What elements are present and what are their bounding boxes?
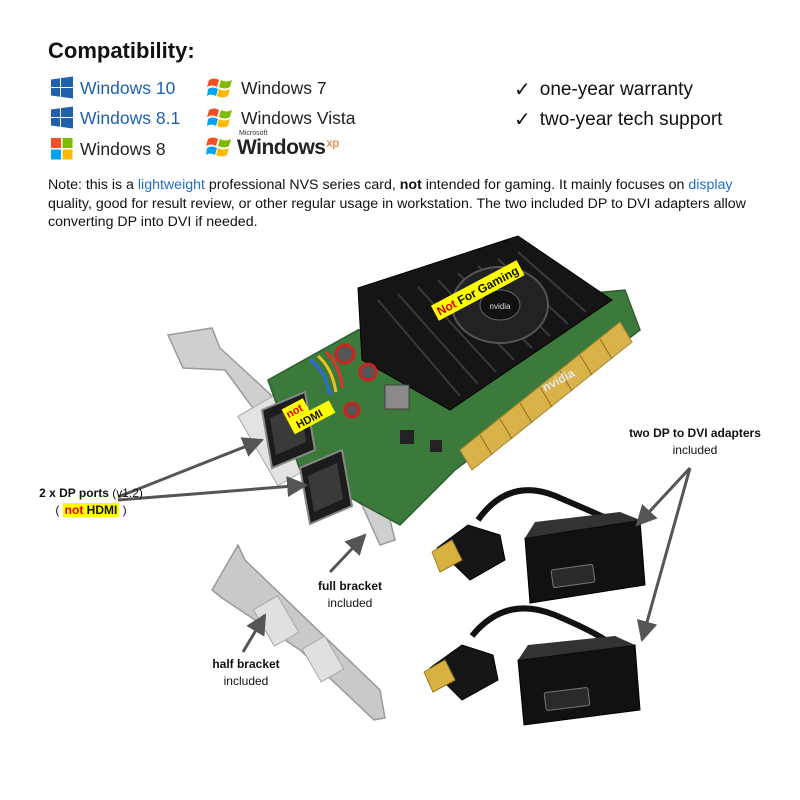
dp-to-dvi-adapter-2	[423, 605, 641, 726]
arrow-to-full-bracket	[328, 533, 367, 574]
note-highlight-lightweight: lightweight	[137, 177, 205, 193]
os-windows-vista-label: Windows Vista	[241, 107, 356, 128]
note-text: quality, good for result review, or othe…	[48, 195, 746, 231]
capacitor	[358, 362, 378, 382]
windows-xp-label: Windows	[237, 136, 326, 159]
checkmark-icon: ✓	[514, 109, 531, 131]
dp-hdmi: HDMI	[86, 503, 118, 517]
chip	[430, 440, 442, 452]
adapters-title: two DP to DVI adapters	[629, 426, 761, 440]
os-windows-8-1: Windows 8.1	[50, 105, 180, 131]
half-bracket-sub: included	[223, 674, 269, 688]
feature-tech-support-label: two-year tech support	[539, 108, 723, 130]
dp-version: (v1.2)	[112, 486, 143, 500]
paren-open: (	[55, 503, 60, 517]
full-bracket-title: full bracket	[317, 579, 383, 593]
note-highlight-display: display	[688, 177, 733, 193]
note-text: intended for gaming. It mainly focuses o…	[421, 177, 689, 193]
os-windows-8: Windows 8	[50, 136, 166, 162]
graphics-card: nvidia nvidia Not For Gaming not	[260, 235, 641, 526]
windows-vista-logo-icon	[207, 108, 232, 128]
windows-8-1-logo-icon	[51, 106, 73, 129]
windows-xp-microsoft-label: Microsoft	[239, 130, 268, 137]
arrow-to-adapter-1	[635, 466, 692, 527]
page-title: Compatibility:	[48, 38, 195, 63]
dp-not-red: not	[64, 503, 84, 517]
paren-close: )	[122, 503, 127, 517]
os-windows-10-label: Windows 10	[80, 77, 176, 98]
windows-xp-wordmark: Microsoft Windowsxp	[237, 130, 340, 160]
windows-8-logo-icon	[51, 138, 73, 160]
note-text: Note: this is a	[48, 177, 138, 193]
half-bracket-title: half bracket	[212, 657, 280, 671]
arrow-to-half-bracket	[241, 613, 267, 653]
chip	[384, 384, 410, 410]
os-windows-7-label: Windows 7	[241, 77, 327, 98]
dp-port-lower	[298, 448, 354, 526]
fan-brand-text: nvidia	[490, 302, 511, 311]
dp-ports-title: 2 x DP ports	[39, 486, 109, 500]
heatsink: nvidia	[357, 235, 613, 411]
product-note: Note: this is a lightweight professional…	[48, 176, 748, 232]
feature-warranty: ✓ one-year warranty	[514, 77, 693, 102]
dp-to-dvi-adapter-1	[431, 487, 646, 604]
dp-ports-label: 2 x DP ports (v1.2) ( not HDMI )	[16, 485, 166, 519]
note-bold-not: not	[399, 177, 422, 193]
callout-arrows	[117, 437, 692, 653]
chip	[400, 430, 414, 444]
feature-tech-support: ✓ two-year tech support	[514, 107, 722, 132]
arrow-to-dp-lower	[117, 476, 309, 502]
os-windows-8-label: Windows 8	[80, 138, 166, 159]
adapters-label: two DP to DVI adapters included	[615, 425, 775, 459]
full-bracket-sub: included	[327, 596, 373, 610]
half-bracket	[211, 543, 386, 721]
windows-7-logo-icon	[207, 78, 232, 98]
os-windows-xp: Microsoft Windowsxp	[206, 130, 339, 160]
adapters-sub: included	[672, 443, 718, 457]
os-windows-10: Windows 10	[50, 75, 175, 101]
product-illustration: nvidia nvidia Not For Gaming not	[117, 235, 692, 726]
windows-xp-superscript: xp	[326, 136, 340, 150]
note-text: professional NVS series card,	[204, 177, 400, 193]
windows-xp-logo-icon	[206, 137, 231, 157]
os-windows-vista: Windows Vista	[207, 105, 355, 131]
capacitor	[343, 401, 361, 419]
arrow-to-adapter-2	[636, 467, 692, 643]
os-windows-7: Windows 7	[207, 75, 327, 101]
half-bracket-label: half bracket included	[186, 656, 306, 690]
dp-port-upper	[260, 390, 317, 470]
os-windows-8-1-label: Windows 8.1	[80, 107, 181, 128]
checkmark-icon: ✓	[514, 79, 531, 101]
windows-10-logo-icon	[51, 76, 73, 99]
capacitor	[334, 343, 356, 365]
feature-warranty-label: one-year warranty	[539, 78, 693, 100]
arrow-to-dp-upper	[117, 437, 264, 499]
full-bracket-label: full bracket included	[290, 578, 410, 612]
